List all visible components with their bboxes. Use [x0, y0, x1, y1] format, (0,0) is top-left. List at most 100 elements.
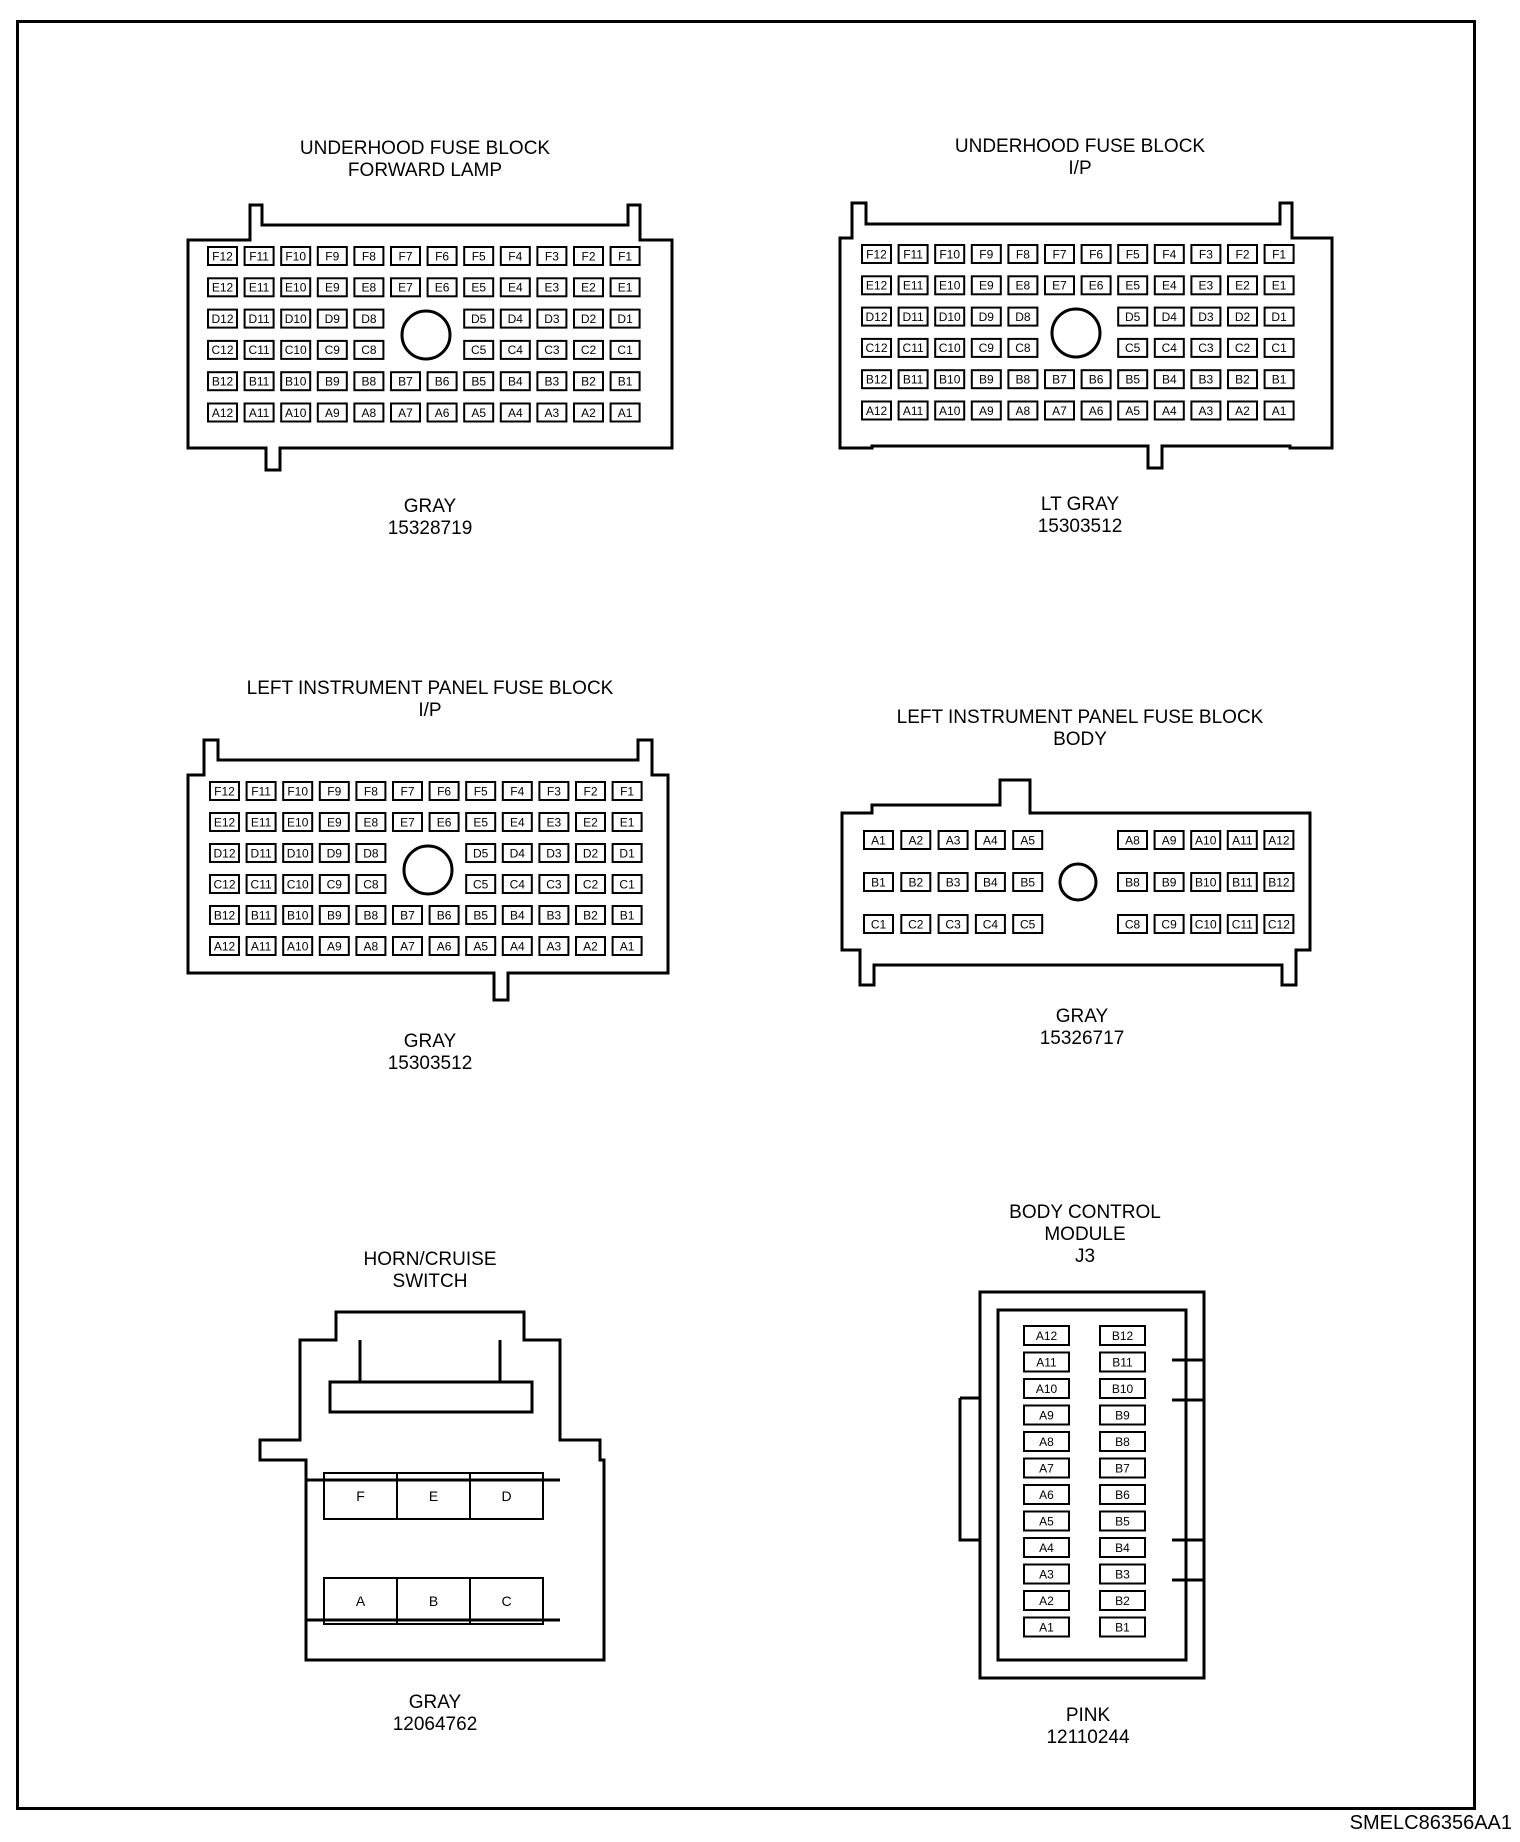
svg-text:A12: A12 [212, 406, 234, 420]
cavity-e7: E7 [390, 277, 421, 298]
cavity-a1: A1 [863, 830, 894, 850]
cavity-e5: E5 [465, 812, 497, 832]
cavity-a12: A12 [1023, 1325, 1070, 1346]
svg-text:D5: D5 [473, 846, 489, 860]
svg-text:A4: A4 [508, 406, 523, 420]
svg-text:B5: B5 [471, 375, 486, 389]
cavity-f1: F1 [609, 246, 641, 266]
svg-text:C11: C11 [903, 341, 924, 355]
cavity-c3: C3 [536, 339, 568, 360]
cavity-c5: C5 [463, 339, 495, 360]
cavity-a4: A4 [974, 830, 1006, 850]
svg-text:A9: A9 [1162, 833, 1177, 847]
svg-text:B5: B5 [1115, 1514, 1130, 1528]
svg-text:D9: D9 [325, 312, 341, 326]
svg-text:F3: F3 [1199, 247, 1213, 261]
cavity-a10: A10 [282, 936, 314, 956]
cavity-e2: E2 [573, 277, 604, 298]
cavity-d1: D1 [611, 843, 643, 863]
cavity-d5: D5 [465, 843, 497, 863]
cavity-b2: B2 [575, 905, 606, 925]
svg-text:F8: F8 [362, 249, 376, 263]
cavity-c11: C11 [897, 337, 929, 358]
cavity-a7: A7 [390, 402, 421, 423]
connector-uhfb-ip [838, 201, 1334, 470]
svg-text:A12: A12 [1036, 1329, 1058, 1343]
cavity-b12: B12 [207, 371, 238, 392]
cavity-d2: D2 [573, 308, 604, 329]
svg-text:C1: C1 [1271, 341, 1287, 355]
cavity-c4: C4 [1153, 337, 1185, 358]
svg-text:B2: B2 [1115, 1594, 1130, 1608]
svg-text:F8: F8 [1016, 247, 1030, 261]
cavity-a11: A11 [245, 936, 277, 956]
cavity-a: A [323, 1577, 398, 1625]
cavity-f3: F3 [536, 246, 568, 266]
svg-text:B11: B11 [1112, 1355, 1133, 1369]
svg-text:E3: E3 [1199, 279, 1214, 293]
svg-text:C4: C4 [1162, 341, 1178, 355]
svg-text:C8: C8 [361, 343, 377, 357]
svg-text:D12: D12 [865, 310, 887, 324]
svg-text:A2: A2 [583, 939, 598, 953]
cavity-f1: F1 [1263, 244, 1295, 264]
svg-text:E7: E7 [1052, 279, 1067, 293]
svg-text:A1: A1 [1039, 1620, 1054, 1634]
svg-text:A11: A11 [1232, 833, 1253, 847]
svg-text:D5: D5 [471, 312, 487, 326]
cavity-b5: B5 [1099, 1510, 1146, 1532]
svg-text:D2: D2 [581, 312, 597, 326]
cavity-c11: C11 [245, 874, 277, 894]
svg-text:B7: B7 [1115, 1461, 1130, 1475]
diagram-frame [16, 20, 1476, 1810]
cavity-a7: A7 [1044, 400, 1075, 421]
svg-text:D8: D8 [363, 846, 379, 860]
svg-text:C5: C5 [473, 877, 489, 891]
svg-text:A3: A3 [1199, 404, 1214, 418]
cavity-a10: A10 [1023, 1378, 1070, 1399]
cavity-c1: C1 [1263, 337, 1295, 358]
cavity-b10: B10 [1099, 1378, 1146, 1399]
figure-id: SMELC86356AA1 [1349, 1812, 1512, 1834]
cavity-d4: D4 [1153, 306, 1185, 327]
svg-text:B1: B1 [620, 908, 635, 922]
cavity-a12: A12 [1263, 830, 1295, 850]
cavity-a11: A11 [1226, 830, 1258, 850]
cavity-d8: D8 [1007, 306, 1039, 327]
cavity-a5: A5 [465, 936, 497, 956]
svg-text:D1: D1 [619, 846, 635, 860]
svg-text:E5: E5 [473, 815, 488, 829]
cavity-e11: E11 [897, 275, 929, 296]
connector-horn-cruise-switch [258, 1310, 606, 1662]
cavity-e12: E12 [209, 812, 240, 832]
cavity-e3: E3 [1190, 275, 1222, 296]
svg-text:C3: C3 [546, 877, 562, 891]
cavity-a1: A1 [1263, 400, 1295, 421]
svg-text:C8: C8 [1015, 341, 1031, 355]
svg-text:F2: F2 [583, 784, 597, 798]
cavity-e1: E1 [611, 812, 643, 832]
cavity-c5: C5 [1117, 337, 1149, 358]
cavity-a8: A8 [1007, 400, 1039, 421]
cavity-a5: A5 [1023, 1510, 1070, 1532]
svg-text:E2: E2 [583, 815, 598, 829]
cavity-e4: E4 [499, 277, 531, 298]
cavity-e8: E8 [353, 277, 385, 298]
cavity-f9: F9 [970, 244, 1002, 264]
svg-text:A11: A11 [1036, 1355, 1057, 1369]
cavity-c12: C12 [861, 337, 892, 358]
svg-text:A10: A10 [1195, 833, 1217, 847]
cavity-a5: A5 [1117, 400, 1149, 421]
cavity-e5: E5 [463, 277, 495, 298]
svg-text:D3: D3 [1198, 310, 1214, 324]
cavity-d9: D9 [316, 308, 348, 329]
cavity-f8: F8 [1007, 244, 1039, 264]
svg-text:F3: F3 [545, 249, 559, 263]
cavity-e6: E6 [426, 277, 458, 298]
cavity-b8: B8 [355, 905, 387, 925]
svg-text:A11: A11 [249, 406, 270, 420]
cavity-e8: E8 [355, 812, 387, 832]
